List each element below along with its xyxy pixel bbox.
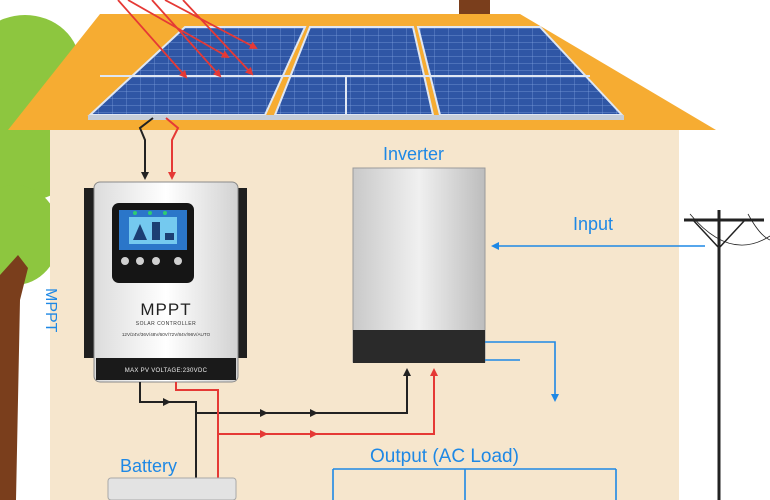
utility-pole bbox=[684, 210, 770, 500]
status-led bbox=[163, 211, 167, 215]
tree-trunk bbox=[0, 255, 28, 500]
chimney bbox=[459, 0, 490, 14]
controller-subtitle: SOLAR CONTROLLER bbox=[135, 321, 197, 327]
solar-panels bbox=[87, 26, 625, 120]
output-label: Output (AC Load) bbox=[370, 446, 519, 467]
controller-voltages: 12V/24V/36V/48V/60V/72V/84V/96V/AUTO bbox=[121, 332, 211, 337]
inverter-unit bbox=[352, 167, 486, 363]
controller-brand: MPPT bbox=[140, 300, 192, 319]
menu-button bbox=[121, 257, 129, 265]
pv-wires bbox=[138, 117, 180, 180]
battery-label: Battery bbox=[120, 456, 178, 476]
input-label: Input bbox=[573, 214, 614, 234]
mppt-controller bbox=[84, 181, 247, 383]
controller-max-pv: MAX PV VOLTAGE:230VDC bbox=[124, 368, 208, 374]
down-button bbox=[152, 257, 160, 265]
sunlight-arrows bbox=[117, 0, 258, 79]
enter-button bbox=[174, 257, 182, 265]
inverter-label: Inverter bbox=[383, 144, 445, 164]
status-led bbox=[133, 211, 137, 215]
battery bbox=[107, 477, 237, 500]
up-button bbox=[136, 257, 144, 265]
mppt-side-label: MPPT bbox=[42, 288, 59, 333]
ac-output-wires bbox=[332, 341, 617, 500]
status-led bbox=[148, 211, 152, 215]
